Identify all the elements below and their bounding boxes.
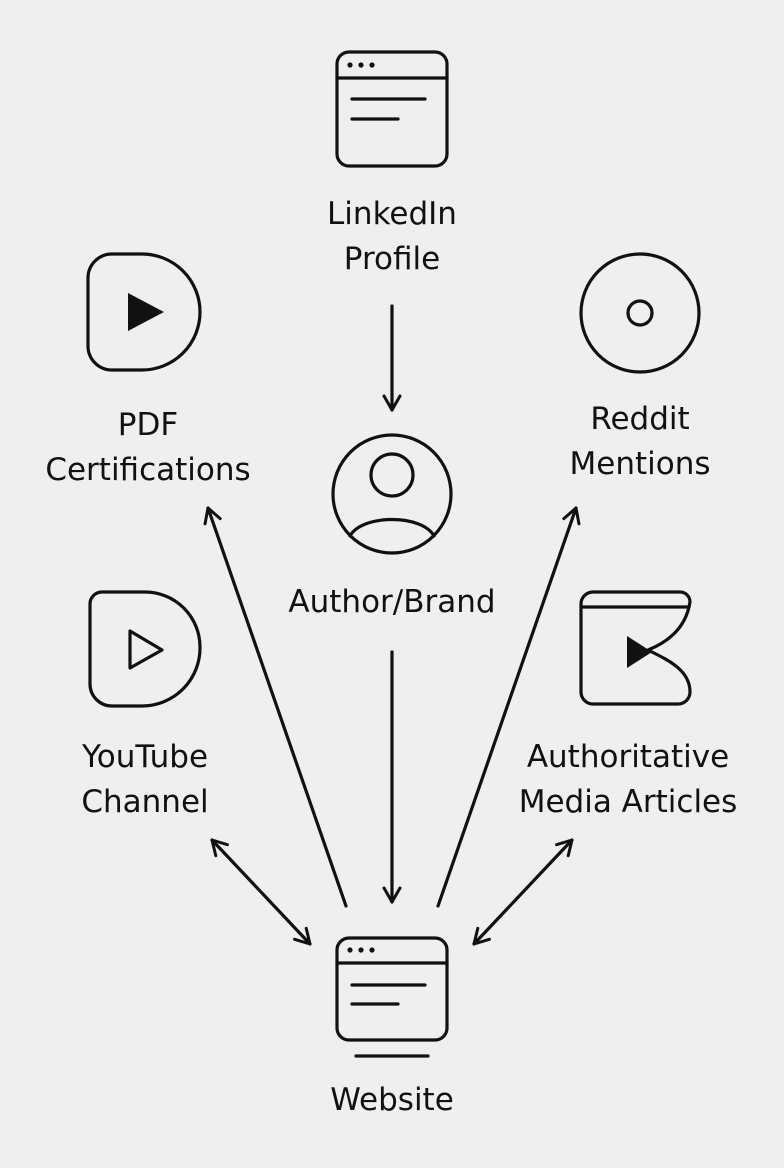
node-label-line: LinkedIn — [327, 196, 457, 232]
browser-window-icon — [335, 50, 449, 168]
node-label-line: Profile — [344, 241, 440, 277]
node-reddit: Reddit Mentions — [570, 252, 711, 482]
node-label-line: Website — [330, 1082, 454, 1118]
node-label-line: Certifications — [45, 452, 250, 488]
circle-dot-icon — [579, 252, 701, 374]
node-label-line: Channel — [81, 784, 208, 820]
edge-website-media — [472, 838, 574, 946]
edges — [203, 304, 581, 946]
website-window-icon — [335, 936, 449, 1058]
edge-website-to-reddit — [436, 506, 581, 908]
node-label-line: Authoritative — [527, 739, 729, 775]
node-label-line: Media Articles — [519, 784, 738, 820]
node-linkedin: LinkedIn Profile — [327, 50, 457, 277]
user-avatar-icon — [331, 433, 453, 555]
node-website: Website — [330, 936, 454, 1118]
play-badge-icon — [86, 252, 202, 372]
node-media: Authoritative Media Articles — [519, 590, 738, 820]
edge-website-to-pdf — [203, 506, 348, 908]
node-youtube: YouTube Channel — [81, 590, 209, 820]
edge-website-youtube — [210, 838, 312, 946]
play-outline-icon — [88, 590, 202, 708]
node-pdf: PDF Certifications — [45, 252, 251, 488]
node-label-line: YouTube — [81, 739, 208, 775]
node-label-line: Reddit — [590, 401, 689, 437]
node-label-line: Author/Brand — [288, 584, 495, 620]
media-article-icon — [579, 590, 692, 706]
node-label-line: Mentions — [570, 446, 711, 482]
node-author: Author/Brand — [288, 433, 496, 620]
node-label-line: PDF — [118, 407, 178, 443]
